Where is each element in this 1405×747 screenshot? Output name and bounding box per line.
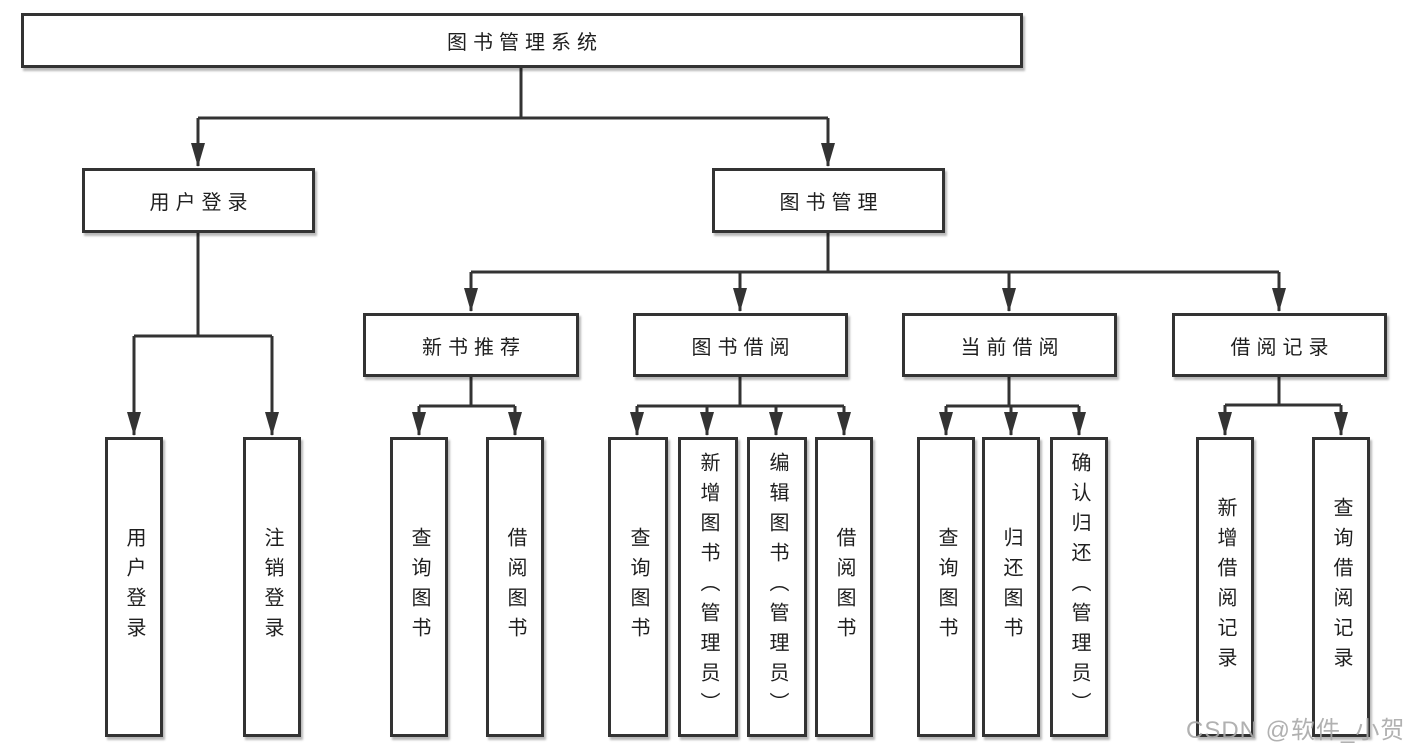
- node-borrow-records: 借阅记录: [1172, 313, 1387, 377]
- leaf-query-books: 查询图书: [390, 437, 448, 737]
- leaf-query-books-3: 查询图书: [917, 437, 975, 737]
- node-label: 当前借阅: [960, 336, 1065, 359]
- leaf-add-borrow-record: 新增借阅记录: [1196, 437, 1254, 737]
- node-library-management-system: 图书管理系统: [21, 13, 1023, 68]
- node-user-login: 用户登录: [82, 168, 315, 233]
- node-label: 查询图书: [408, 527, 430, 647]
- node-label: 新书推荐: [422, 336, 526, 359]
- leaf-borrow-books-2: 借阅图书: [815, 437, 873, 737]
- node-label: 图书管理: [779, 192, 884, 214]
- node-label: 确认归还（管理员）: [1068, 452, 1090, 722]
- node-label: 新增借阅记录: [1214, 497, 1236, 677]
- node-book-borrow: 图书借阅: [633, 313, 848, 377]
- leaf-return-books: 归还图书: [982, 437, 1040, 737]
- leaf-query-borrow-record: 查询借阅记录: [1312, 437, 1370, 737]
- node-label: 新增图书（管理员）: [697, 452, 719, 722]
- leaf-logout: 注销登录: [243, 437, 301, 737]
- leaf-query-books-2: 查询图书: [608, 437, 668, 737]
- node-label: 图书管理系统: [447, 32, 603, 54]
- node-book-management: 图书管理: [712, 168, 945, 233]
- leaf-edit-books-admin: 编辑图书（管理员）: [747, 437, 807, 737]
- leaf-add-books-admin: 新增图书（管理员）: [678, 437, 738, 737]
- node-label: 借阅图书: [833, 527, 855, 647]
- node-label: 用户登录: [149, 192, 254, 214]
- node-label: 借阅图书: [504, 527, 526, 647]
- node-current-borrow: 当前借阅: [902, 313, 1117, 377]
- node-label: 图书借阅: [691, 336, 796, 359]
- leaf-borrow-books: 借阅图书: [486, 437, 544, 737]
- csdn-watermark: CSDN @软件_小贺同学: [1186, 717, 1405, 744]
- leaf-confirm-return-admin: 确认归还（管理员）: [1050, 437, 1108, 737]
- node-new-book-recommend: 新书推荐: [363, 313, 579, 377]
- node-label: 借阅记录: [1230, 336, 1335, 359]
- node-label: 查询图书: [627, 527, 649, 647]
- node-label: 编辑图书（管理员）: [766, 452, 788, 722]
- node-label: 查询借阅记录: [1330, 497, 1352, 677]
- node-label: 注销登录: [261, 527, 283, 647]
- node-label: 查询图书: [935, 527, 957, 647]
- node-label: 归还图书: [1000, 527, 1022, 647]
- node-label: 用户登录: [123, 527, 145, 647]
- leaf-user-login: 用户登录: [105, 437, 163, 737]
